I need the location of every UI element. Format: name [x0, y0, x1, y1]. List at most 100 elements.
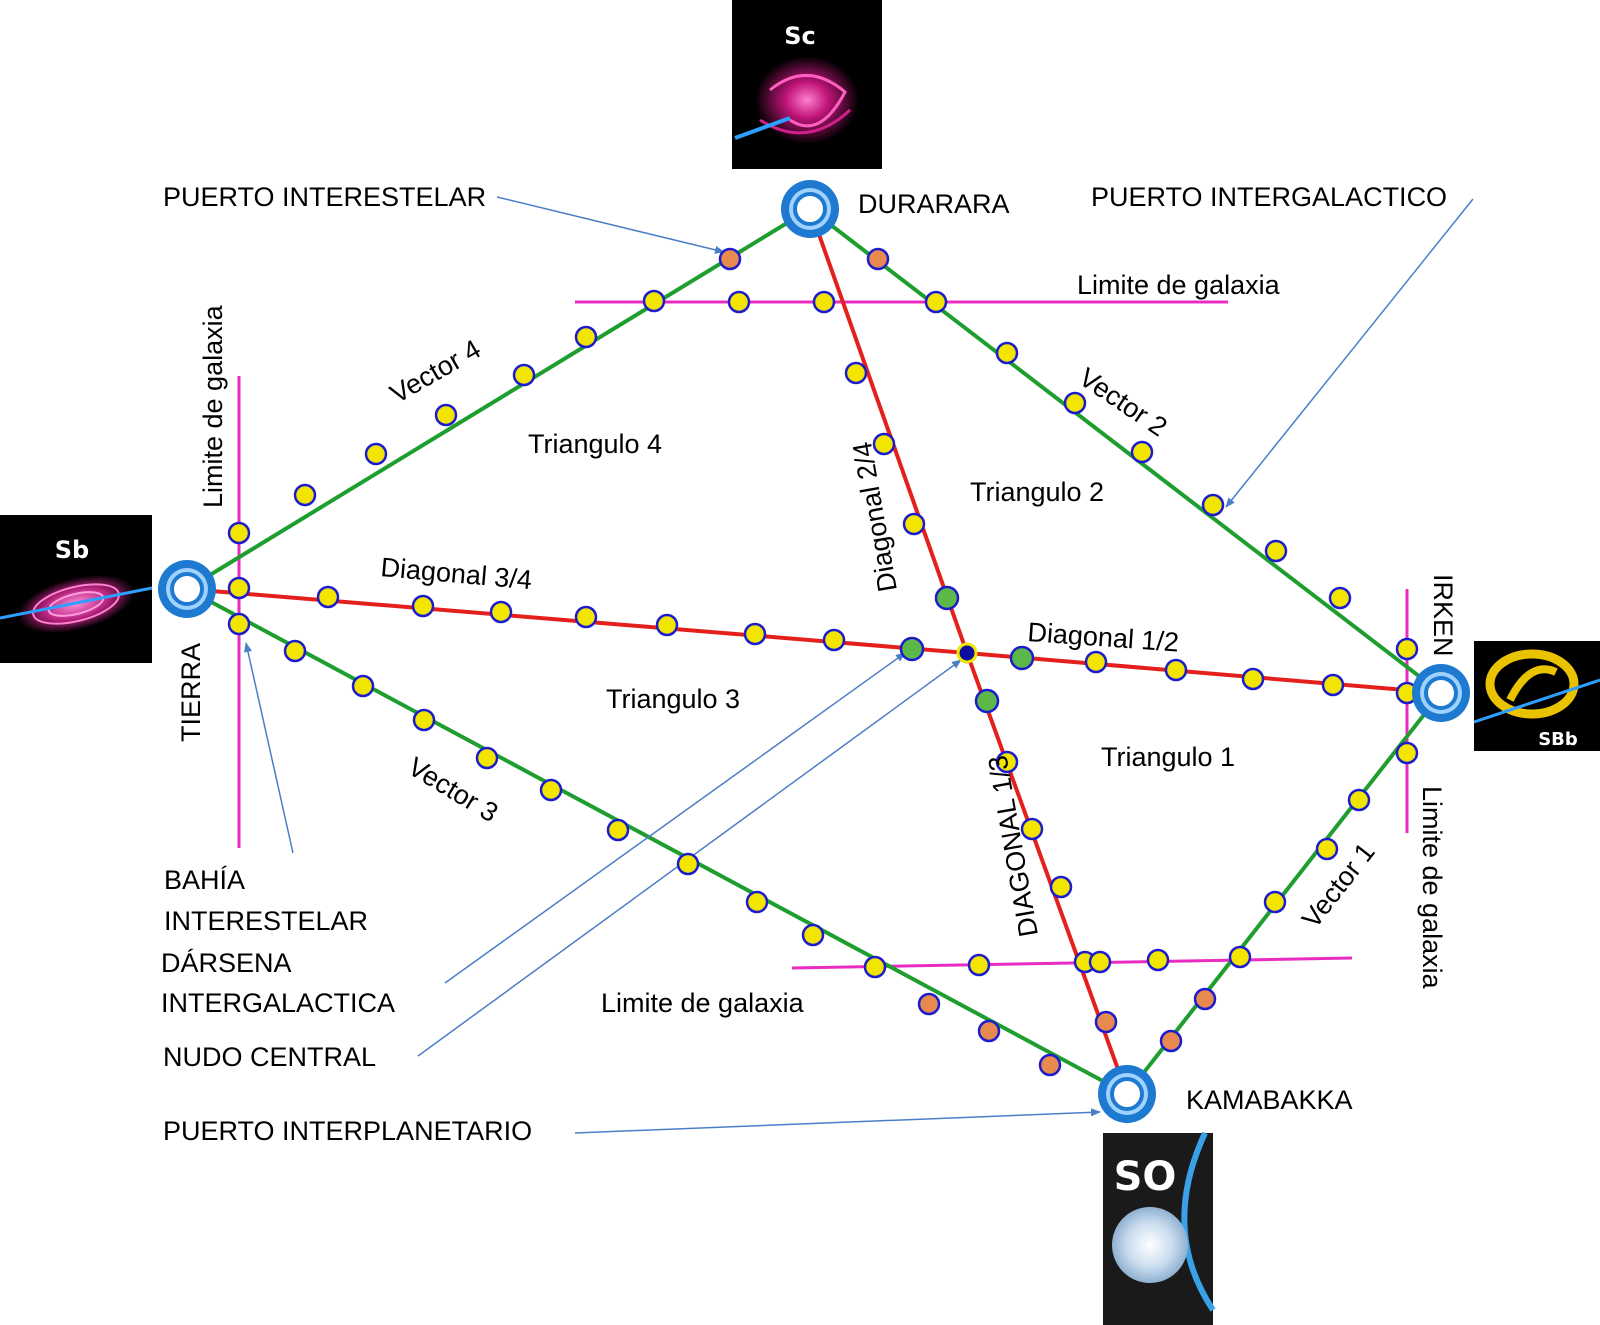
station-dot	[574, 605, 598, 629]
station-dot	[801, 923, 825, 947]
legend-darsena-line2: INTERGALACTICA	[161, 988, 395, 1018]
station-dot	[316, 585, 340, 609]
darsena-intergalactica-dot	[974, 688, 1000, 714]
puerto-interestelar-dot	[866, 247, 890, 271]
station-dot	[822, 628, 846, 652]
legend-bahia-line1: BAHÍA	[164, 865, 245, 895]
station-dot	[412, 708, 436, 732]
darsena-intergalactica-dot	[1009, 645, 1035, 671]
station-dot	[1263, 890, 1287, 914]
station-dot	[227, 521, 251, 545]
vector-2-line	[808, 207, 1443, 695]
station-dot	[745, 890, 769, 914]
station-dot	[1395, 741, 1419, 765]
station-dot	[743, 622, 767, 646]
triangle-2-label: Triangulo 2	[970, 477, 1104, 507]
pointer-puerto-interestelar	[496, 196, 725, 254]
vector-3-line	[186, 587, 1128, 1096]
legend-darsena-line1: DÁRSENA	[161, 948, 292, 978]
galaxy-sbb-label: SBb	[1538, 729, 1578, 750]
puerto-interestelar-dot	[718, 247, 742, 271]
station-dot	[539, 778, 563, 802]
station-dot	[489, 600, 513, 624]
station-dot	[1146, 948, 1170, 972]
hub-irken	[1412, 664, 1470, 722]
station-dot	[411, 594, 435, 618]
station-dot	[475, 746, 499, 770]
nudo-central-ring	[956, 642, 978, 664]
station-dot	[434, 403, 458, 427]
legend-puerto-interplanetario: PUERTO INTERPLANETARIO	[163, 1116, 532, 1146]
node-tierra-label: TIERRA	[176, 643, 206, 742]
galaxy-limit-bottom-label: Limite de galaxia	[601, 988, 805, 1018]
station-dot	[924, 290, 948, 314]
station-dot	[1164, 658, 1188, 682]
galaxy-limit-left-label: Limite de galaxia	[198, 304, 228, 508]
station-dot	[844, 361, 868, 385]
pointer-arrows	[244, 196, 1474, 1134]
station-dot	[1084, 650, 1108, 674]
stations-layer	[227, 247, 1419, 1077]
node-kamabakka-label: KAMABAKKA	[1186, 1085, 1353, 1115]
node-irken-label: IRKEN	[1428, 574, 1458, 657]
hub-nodes	[158, 180, 1470, 1123]
station-dot	[512, 363, 536, 387]
galaxy-sb-image: Sb	[0, 515, 153, 663]
hub-tierra	[158, 560, 216, 618]
legend-bahia-line2: INTERESTELAR	[164, 906, 368, 936]
pointer-bahia-interestelar	[244, 642, 294, 854]
station-dot	[902, 512, 926, 536]
vector-4-label: Vector 4	[385, 334, 486, 410]
galaxy-limit-lines	[237, 300, 1409, 970]
station-dot	[1395, 637, 1419, 661]
galaxy-so-image: SO	[1103, 1131, 1216, 1325]
legend-puerto-interestelar: PUERTO INTERESTELAR	[163, 182, 486, 212]
puerto-interestelar-dot	[977, 1019, 1001, 1043]
station-dot	[293, 483, 317, 507]
darsena-intergalactica-dot	[899, 636, 925, 662]
galaxy-so-label: SO	[1114, 1154, 1177, 1200]
puerto-interestelar-dot	[917, 992, 941, 1016]
vector-1-line	[1125, 691, 1443, 1096]
station-dot	[227, 576, 251, 600]
station-dot	[1228, 945, 1252, 969]
station-dot	[967, 953, 991, 977]
diagonal-12-label: Diagonal 1/2	[1027, 617, 1180, 658]
station-dot	[1347, 788, 1371, 812]
legend-puerto-intergalactico: PUERTO INTERGALACTICO	[1091, 182, 1447, 212]
darsena-intergalactica-dot	[934, 585, 960, 611]
station-dot	[872, 432, 896, 456]
triangle-4-label: Triangulo 4	[528, 429, 662, 459]
diagonal-34-label: Diagonal 3/4	[379, 552, 533, 595]
station-dot	[574, 325, 598, 349]
station-dot	[642, 289, 666, 313]
pointer-puerto-interplanetario	[574, 1108, 1101, 1134]
puerto-interestelar-dot	[1193, 987, 1217, 1011]
station-dot	[1328, 586, 1352, 610]
station-dot	[863, 955, 887, 979]
hub-durarara	[781, 180, 839, 238]
station-dot	[1201, 493, 1225, 517]
galaxy-sbb-image: SBb	[1473, 641, 1600, 751]
hub-kamabakka	[1098, 1065, 1156, 1123]
diagonal-13-label: DIAGONAL 1/3	[982, 753, 1043, 939]
station-dot	[1241, 667, 1265, 691]
galaxy-limit-top-label: Limite de galaxia	[1077, 270, 1281, 300]
triangle-1-label: Triangulo 1	[1101, 742, 1235, 772]
galaxy-sc-image: Sc	[732, 0, 882, 169]
galaxy-sc-label: Sc	[784, 22, 816, 50]
station-dot	[364, 442, 388, 466]
puerto-interestelar-dot	[1094, 1010, 1118, 1034]
puerto-interestelar-dot	[1159, 1029, 1183, 1053]
station-dot	[655, 613, 679, 637]
puerto-interestelar-dot	[1038, 1053, 1062, 1077]
station-dot	[676, 852, 700, 876]
station-dot	[1063, 391, 1087, 415]
station-dot	[727, 290, 751, 314]
station-dot	[812, 290, 836, 314]
station-dot	[1315, 837, 1339, 861]
station-dot	[1088, 950, 1112, 974]
node-durarara-label: DURARARA	[858, 189, 1010, 219]
legend-nudo-central: NUDO CENTRAL	[163, 1042, 376, 1072]
pointer-puerto-intergalactico	[1225, 198, 1474, 508]
